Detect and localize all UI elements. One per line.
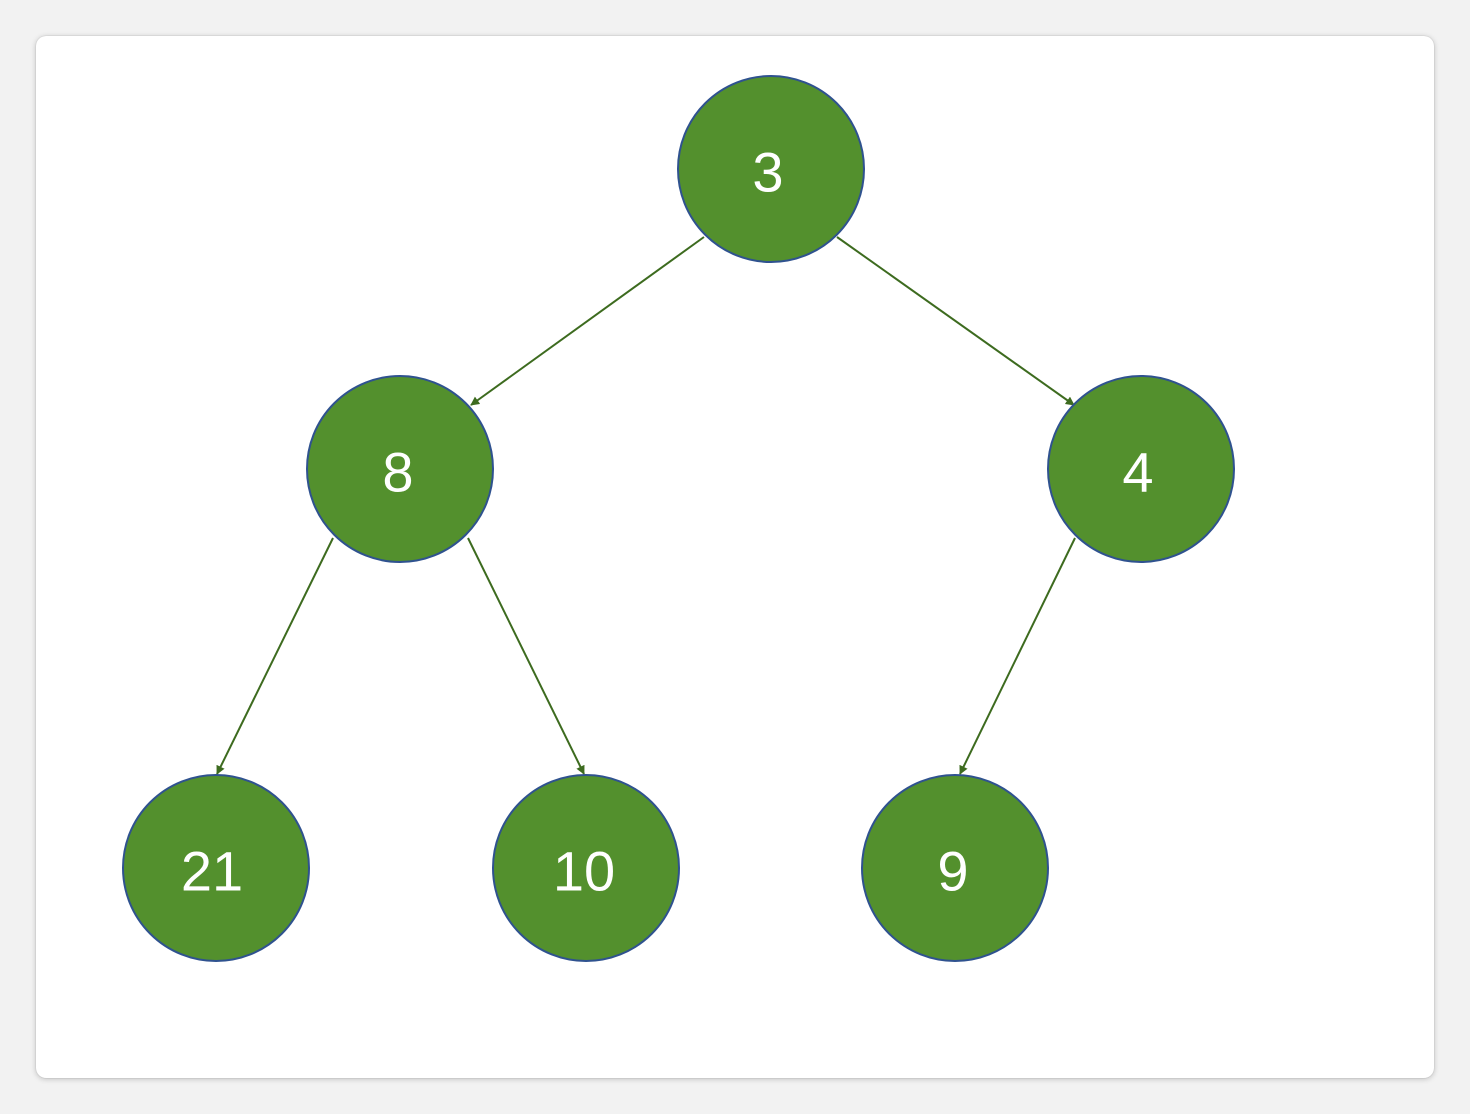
- tree-node-21: 21: [122, 774, 310, 962]
- node-circle: [1047, 375, 1235, 563]
- edge-8-to-10: [467, 537, 585, 775]
- edge-4-to-9: [959, 537, 1076, 775]
- node-circle: [677, 75, 865, 263]
- tree-node-10: 10: [492, 774, 680, 962]
- node-label: 10: [553, 840, 615, 903]
- node-label: 3: [752, 141, 783, 204]
- node-label: 4: [1122, 441, 1153, 504]
- node-label: 9: [937, 840, 968, 903]
- tree-node-9: 9: [861, 774, 1049, 962]
- node-label: 8: [382, 441, 413, 504]
- node-label: 21: [181, 840, 243, 903]
- tree-node-4: 4: [1047, 375, 1235, 563]
- edge-3-to-8: [470, 236, 705, 406]
- node-circle: [122, 774, 310, 962]
- tree-node-3: 3: [677, 75, 865, 263]
- edges: [216, 236, 1076, 775]
- node-circle: [861, 774, 1049, 962]
- edge-8-to-21: [216, 537, 334, 775]
- binary-tree-diagram: 3 8 4 21 10 9: [122, 75, 1235, 962]
- edge-3-to-4: [836, 236, 1075, 406]
- diagram-card: 3 8 4 21 10 9: [36, 36, 1434, 1078]
- node-circle: [306, 375, 494, 563]
- tree-node-8: 8: [306, 375, 494, 563]
- node-circle: [492, 774, 680, 962]
